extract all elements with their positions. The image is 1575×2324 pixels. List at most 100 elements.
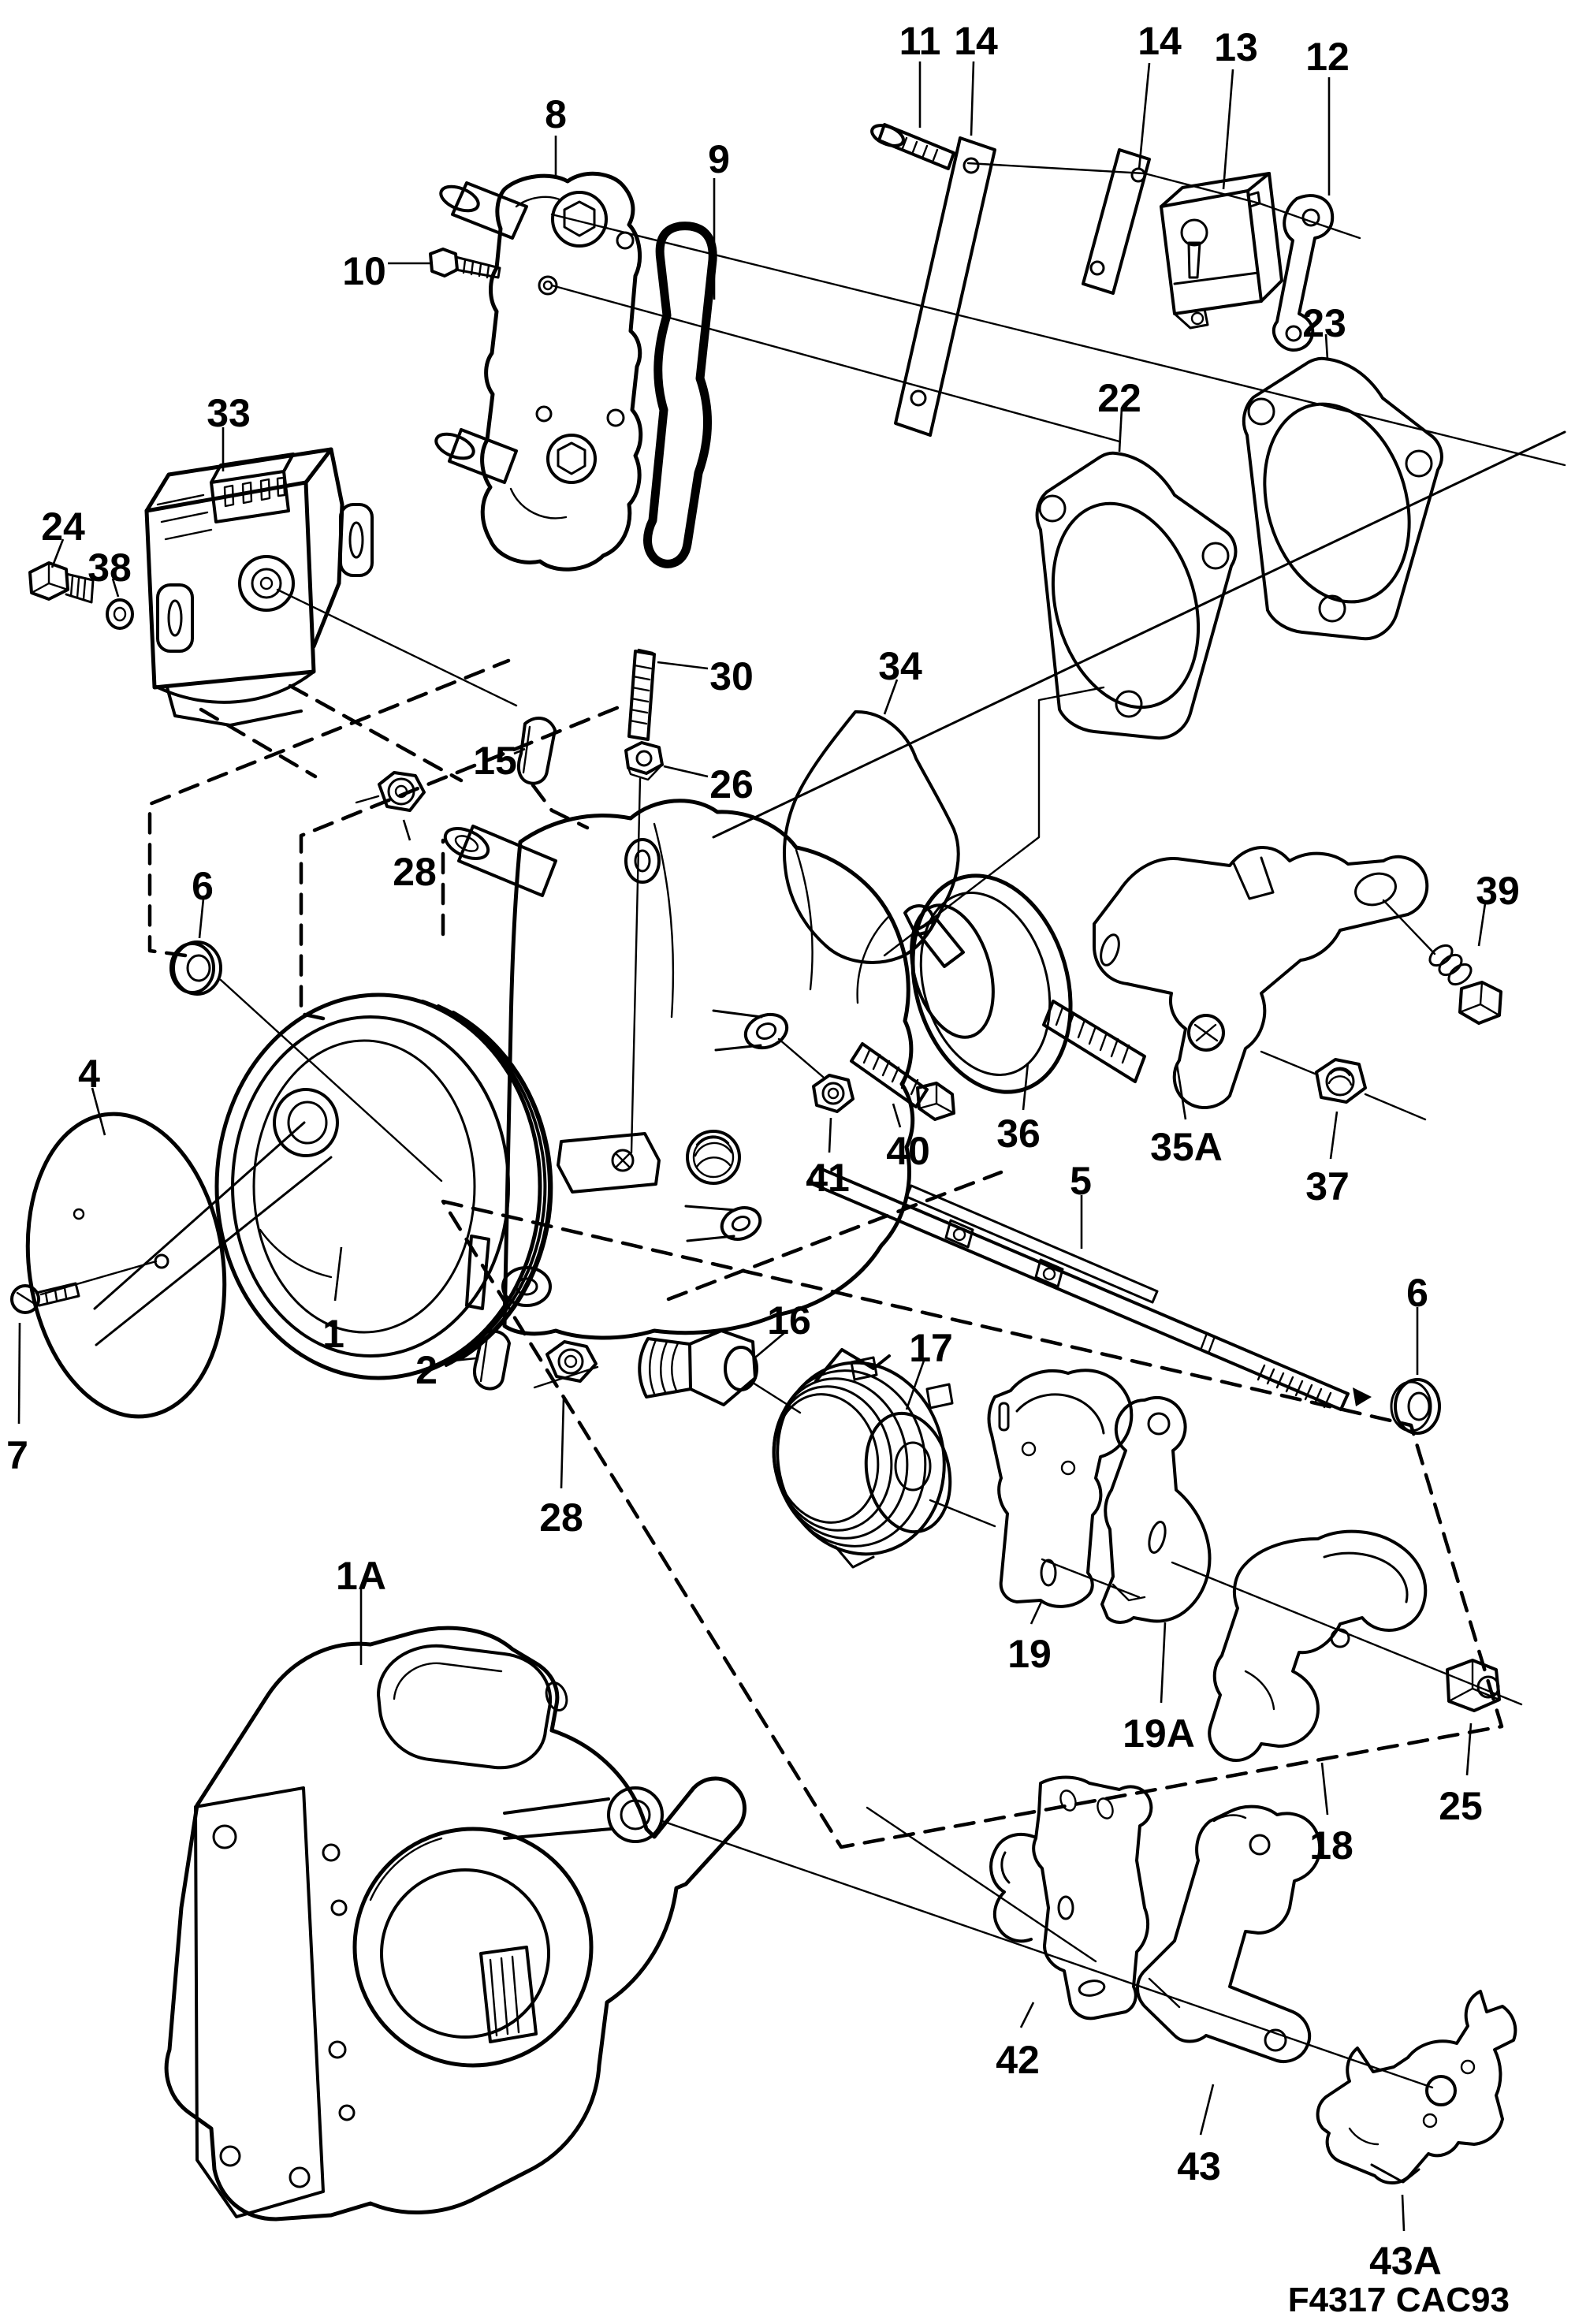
leader-line-7 — [17, 1322, 21, 1425]
part-label-15: 15 — [473, 739, 517, 783]
part-label-40: 40 — [886, 1129, 930, 1173]
leader-line-38 — [111, 578, 120, 598]
part-label-24: 24 — [41, 505, 85, 549]
part-11-screw — [870, 123, 955, 170]
direction-arrow-icon — [1353, 1387, 1372, 1406]
leader-line-30 — [657, 661, 709, 670]
part-label-30: 30 — [709, 654, 754, 698]
part-16-plug — [638, 1329, 758, 1406]
part-39-bolt — [1428, 944, 1502, 1025]
part-6-washer-right — [1390, 1378, 1441, 1435]
part-label-1A: 1A — [336, 1554, 386, 1598]
leader-line-13 — [1222, 69, 1234, 190]
leader-line-35A — [1175, 1063, 1187, 1120]
part-4-disc — [25, 1112, 227, 1419]
part-label-41: 41 — [806, 1156, 850, 1200]
leader-line-34 — [883, 679, 899, 715]
leader-line-19A — [1160, 1622, 1167, 1704]
assembly-lines — [39, 162, 1566, 2089]
leader-line-24 — [50, 538, 65, 568]
part-25-nut — [1446, 1659, 1501, 1712]
leader-line-14b — [1138, 62, 1151, 170]
part-13-switch — [1160, 172, 1283, 330]
part-label-13: 13 — [1214, 25, 1258, 69]
part-41-nut — [812, 1074, 855, 1113]
part-43A-bracket — [1316, 1990, 1517, 2184]
part-34-gasket — [782, 709, 960, 964]
dashed-section-lines — [147, 658, 1504, 1849]
part-2-cap — [473, 1329, 511, 1391]
part-23-gasket — [1242, 356, 1443, 641]
part-label-14b: 14 — [1138, 19, 1182, 63]
part-30-stud — [627, 648, 656, 741]
part-33-sensor — [144, 447, 374, 727]
part-label-1: 1 — [322, 1312, 344, 1356]
part-8-cover — [434, 171, 643, 572]
leader-line-15 — [513, 747, 526, 755]
part-10-bolt — [429, 248, 501, 279]
part-label-6L: 6 — [192, 864, 214, 908]
part-9-seal — [643, 222, 717, 568]
leader-line-6L — [198, 898, 205, 939]
part-label-23: 23 — [1302, 301, 1346, 345]
leader-line-14a — [970, 61, 975, 136]
leader-line-17 — [905, 1360, 925, 1410]
part-label-36: 36 — [996, 1112, 1041, 1156]
part-37-nut — [1315, 1058, 1367, 1104]
part-label-10: 10 — [342, 249, 386, 293]
part-label-16: 16 — [767, 1298, 811, 1343]
part-label-4: 4 — [78, 1052, 100, 1096]
part-label-42: 42 — [996, 2038, 1040, 2082]
part-14-plate-left — [894, 136, 996, 437]
leader-line-1 — [333, 1246, 343, 1302]
drawing-code: F4317 CAC93 — [1288, 2281, 1510, 2319]
part-12-link — [1272, 194, 1335, 352]
leader-line-25 — [1465, 1723, 1473, 1776]
part-43-bracket — [1136, 1804, 1322, 2063]
leader-line-43A — [1401, 2194, 1406, 2232]
part-19-cam — [987, 1369, 1134, 1608]
leader-line-28a — [402, 819, 411, 841]
part-label-2: 2 — [415, 1348, 438, 1392]
leader-line-16 — [754, 1331, 786, 1358]
leader-line-39 — [1477, 903, 1487, 947]
part-label-43A: 43A — [1369, 2239, 1442, 2283]
part-label-7: 7 — [6, 1433, 28, 1477]
leader-line-37 — [1329, 1111, 1339, 1160]
part-label-43: 43 — [1177, 2144, 1221, 2188]
part-28-nut-lower — [545, 1340, 598, 1383]
part-label-22: 22 — [1097, 376, 1141, 420]
part-28-nut-upper — [355, 771, 426, 812]
leader-line-42 — [1019, 2002, 1035, 2028]
leader-line-19 — [1030, 1601, 1043, 1625]
part-label-39: 39 — [1476, 869, 1520, 913]
part-1A-throttle-body — [164, 1626, 747, 2222]
part-15-cap — [517, 717, 557, 785]
leader-line-36 — [1022, 1062, 1030, 1111]
leader-line-40 — [892, 1103, 902, 1128]
part-label-28b: 28 — [539, 1495, 583, 1540]
part-17-spring — [772, 1348, 954, 1569]
leader-line-18 — [1320, 1762, 1329, 1816]
part-38-washer — [106, 598, 134, 630]
part-42-bracket — [989, 1775, 1153, 2020]
part-label-34: 34 — [878, 644, 922, 688]
part-22-gasket — [1035, 451, 1238, 740]
part-label-6R: 6 — [1406, 1271, 1428, 1315]
part-5-shaft — [810, 1167, 1372, 1411]
part-label-5: 5 — [1070, 1159, 1092, 1203]
leader-line-23 — [1324, 333, 1329, 360]
part-label-33: 33 — [207, 391, 251, 435]
part-7-screw — [10, 1282, 80, 1314]
part-40-bolt — [850, 1042, 955, 1121]
part-label-12: 12 — [1305, 35, 1350, 79]
part-18-clamp — [1208, 1529, 1428, 1762]
part-6-washer-left — [169, 940, 222, 996]
part-label-28a: 28 — [393, 850, 437, 894]
part-label-18: 18 — [1309, 1823, 1353, 1868]
part-label-19A: 19A — [1123, 1711, 1195, 1756]
part-label-9: 9 — [708, 137, 730, 181]
